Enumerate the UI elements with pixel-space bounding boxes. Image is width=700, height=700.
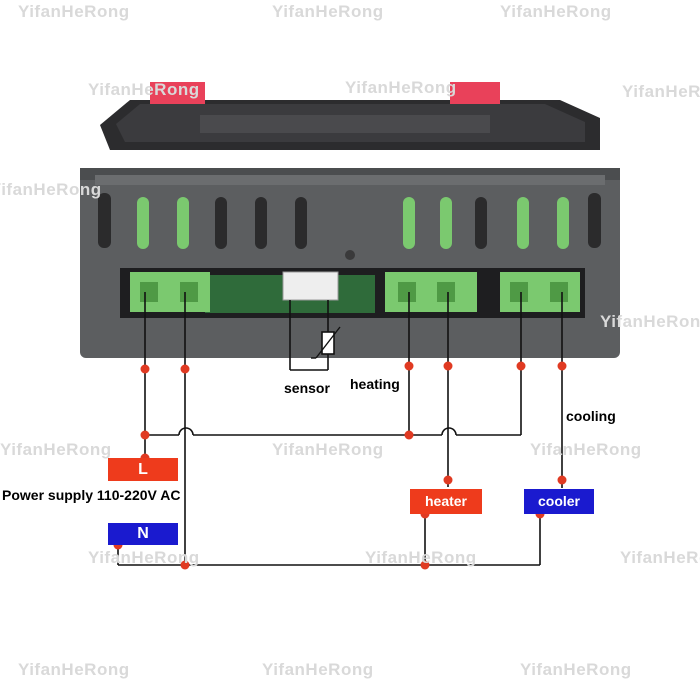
watermark: YifanHeRong: [530, 440, 642, 459]
vent-slots: [98, 193, 601, 249]
watermark: YifanHeRong: [520, 660, 632, 679]
watermark: YifanHeRong: [365, 548, 477, 567]
watermark: YifanHeRong: [18, 660, 130, 679]
sensor-connector: [282, 271, 339, 301]
watermark: YifanHeRong: [620, 548, 700, 567]
watermark: YifanHeRong: [600, 312, 700, 331]
watermark: YifanHeRong: [262, 660, 374, 679]
cooling-label: cooling: [566, 408, 616, 424]
watermark: YifanHeRong: [622, 82, 700, 101]
watermark: YifanHeRong: [272, 2, 384, 21]
mount-bracket-right: [450, 82, 500, 104]
heating-label: heating: [350, 376, 400, 392]
junction-nodes: [113, 361, 567, 570]
neutral-terminal-tag: N: [108, 523, 178, 545]
heater-tag: heater: [410, 489, 482, 514]
watermark: YifanHeRong: [18, 2, 130, 21]
mount-bracket-left: [150, 82, 205, 104]
device-housing: [80, 168, 620, 358]
cooler-tag: cooler: [524, 489, 594, 514]
watermark: YifanHeRong: [0, 180, 102, 199]
watermark: YifanHeRong: [88, 548, 200, 567]
live-terminal-tag: L: [108, 458, 178, 481]
watermark: YifanHeRong: [272, 440, 384, 459]
watermark: YifanHeRong: [0, 440, 112, 459]
watermark: YifanHeRong: [500, 2, 612, 21]
watermark: YifanHeRong: [88, 80, 200, 99]
power-supply-label: Power supply 110-220V AC: [2, 487, 181, 503]
watermark: YifanHeRong: [345, 78, 457, 97]
device-top: [100, 82, 600, 150]
sensor-label: sensor: [284, 380, 330, 396]
thermistor-symbol: [311, 326, 341, 359]
